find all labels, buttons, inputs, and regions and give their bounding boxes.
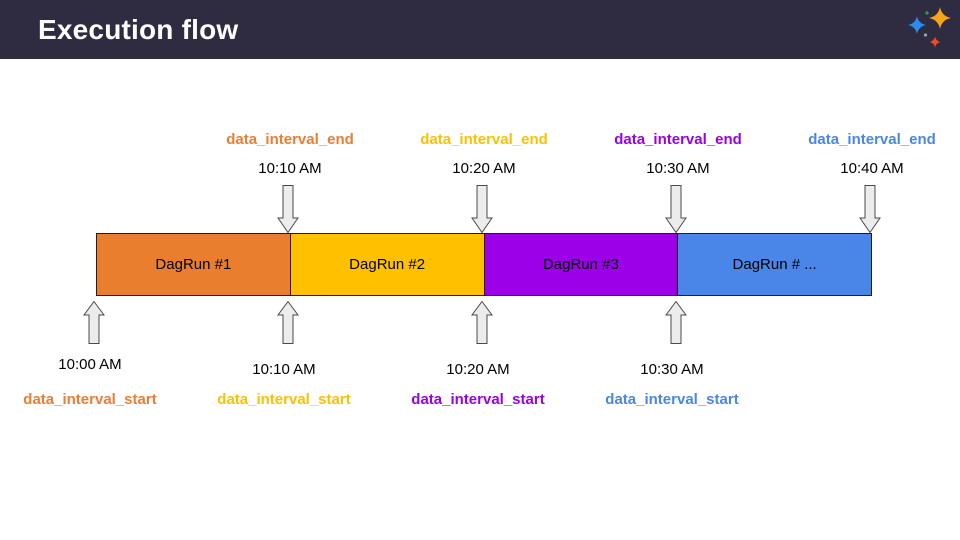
interval-start-group-4: 10:30 AM data_interval_start — [575, 362, 769, 408]
interval-start-group-3: 10:20 AM data_interval_start — [381, 362, 575, 408]
data-interval-start-label: data_interval_start — [23, 391, 157, 408]
interval-end-time: 10:40 AM — [840, 160, 904, 177]
dagrun-block-1: DagRun #1 — [96, 233, 291, 296]
up-arrow-icon — [83, 301, 105, 344]
interval-end-time: 10:20 AM — [452, 160, 516, 177]
interval-start-time: 10:10 AM — [252, 361, 316, 378]
dagrun-timeline-bar: DagRun #1 DagRun #2 DagRun #3 DagRun # .… — [96, 233, 872, 296]
dagrun-block-2: DagRun #2 — [289, 233, 485, 296]
sparkle-star-blue-icon — [908, 16, 926, 34]
header: Execution flow — [0, 0, 960, 59]
down-arrow-icon — [471, 185, 493, 233]
interval-end-time: 10:30 AM — [646, 160, 710, 177]
up-arrow-icon — [471, 301, 493, 344]
up-arrow-icon — [277, 301, 299, 344]
interval-start-time: 10:20 AM — [446, 361, 510, 378]
interval-end-group-2: data_interval_end 10:20 AM — [387, 131, 581, 177]
data-interval-end-label: data_interval_end — [808, 131, 936, 148]
interval-end-time: 10:10 AM — [258, 160, 322, 177]
data-interval-start-label: data_interval_start — [605, 391, 739, 408]
sparkle-gray-dot-icon — [923, 33, 928, 37]
sparkle-green-dot-icon — [925, 11, 929, 15]
slide-title: Execution flow — [38, 14, 239, 45]
data-interval-end-label: data_interval_end — [226, 131, 354, 148]
sparkle-star-red-icon — [929, 36, 941, 48]
interval-end-group-4: data_interval_end 10:40 AM — [775, 131, 960, 177]
up-arrow-icon — [665, 301, 687, 344]
interval-start-time: 10:00 AM — [58, 356, 122, 373]
dagrun-block-4: DagRun # ... — [677, 233, 872, 296]
interval-end-group-3: data_interval_end 10:30 AM — [581, 131, 775, 177]
data-interval-end-label: data_interval_end — [614, 131, 742, 148]
execution-flow-diagram: data_interval_end 10:10 AM data_interval… — [0, 59, 960, 540]
sparkle-star-amber-icon — [929, 7, 951, 29]
interval-start-group-1: 10:00 AM data_interval_start — [0, 357, 187, 408]
dagrun-block-3: DagRun #3 — [483, 233, 679, 296]
data-interval-start-label: data_interval_start — [217, 391, 351, 408]
data-interval-start-label: data_interval_start — [411, 391, 545, 408]
data-interval-end-label: data_interval_end — [420, 131, 548, 148]
down-arrow-icon — [277, 185, 299, 233]
sparkles-icon — [908, 7, 951, 48]
interval-start-group-2: 10:10 AM data_interval_start — [187, 362, 381, 408]
down-arrow-icon — [665, 185, 687, 233]
interval-start-time: 10:30 AM — [640, 361, 704, 378]
down-arrow-icon — [859, 185, 881, 233]
interval-end-group-1: data_interval_end 10:10 AM — [193, 131, 387, 177]
